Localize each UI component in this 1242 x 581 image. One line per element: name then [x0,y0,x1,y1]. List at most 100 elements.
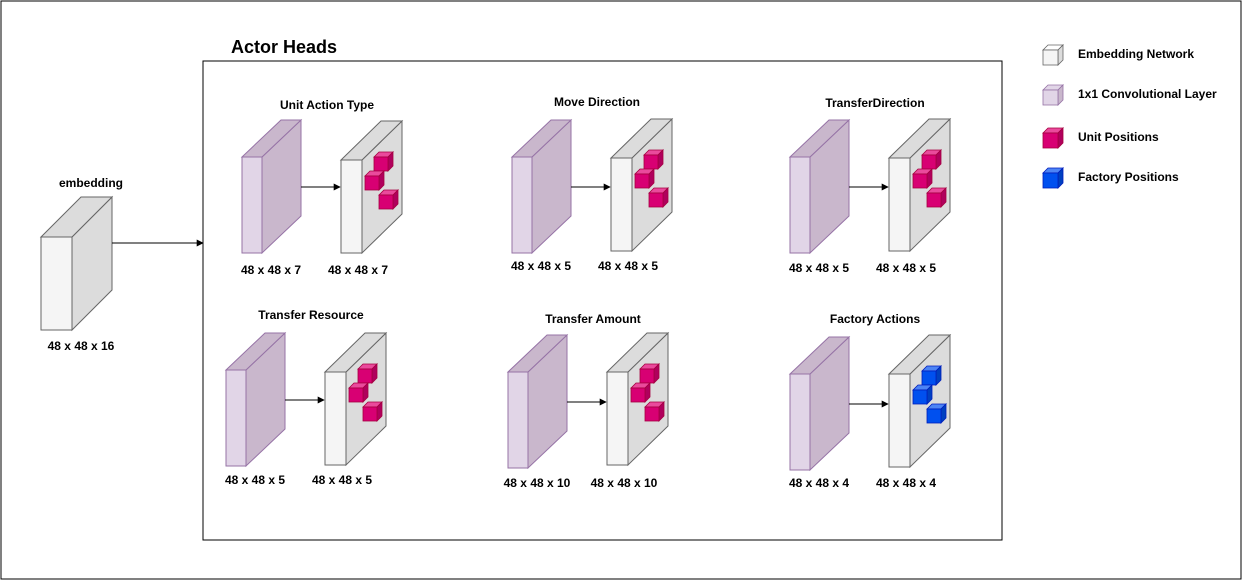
head-title: TransferDirection [825,96,924,110]
output-dims: 48 x 48 x 10 [591,476,658,490]
embedding-block [39,195,114,332]
head-title: Factory Actions [830,312,921,326]
head-title: Move Direction [554,95,640,109]
legend-swatch [1042,89,1059,106]
conv-dims: 48 x 48 x 5 [511,259,571,273]
conv-layer-front [225,369,247,467]
legend-label: Factory Positions [1078,170,1179,184]
position-cube-front [648,192,664,208]
position-cube [634,168,655,189]
position-cube [912,168,933,189]
position-cube [921,149,942,170]
position-cube [643,149,664,170]
head-3: TransferDirection 48 x 48 x 5 48 x 48 x 5 [788,96,952,275]
legend-swatch [1042,49,1059,66]
legend-item-conv: 1x1 Convolutional Layer [1042,84,1217,106]
position-cube [926,403,947,424]
conv-dims: 48 x 48 x 5 [225,473,285,487]
embedding-label: embedding [59,176,123,190]
position-cube [648,187,669,208]
position-cube [630,382,651,403]
position-cube [912,384,933,405]
legend-swatch [1042,172,1059,189]
position-cube [926,187,947,208]
output-dims: 48 x 48 x 5 [598,259,658,273]
position-cube [373,151,394,172]
output-dims: 48 x 48 x 7 [328,263,388,277]
conv-layer [506,333,569,470]
conv-layer-front [789,373,811,471]
position-cube-front [921,154,937,170]
output-dims: 48 x 48 x 5 [312,473,372,487]
conv-layer [224,331,287,468]
output-map-front [324,371,347,466]
output-map-front [606,371,629,466]
conv-dims: 48 x 48 x 7 [241,263,301,277]
conv-dims: 48 x 48 x 4 [789,476,849,490]
conv-dims: 48 x 48 x 5 [789,261,849,275]
position-cube-front [926,408,942,424]
position-cube [348,382,369,403]
legend-item-unit: Unit Positions [1042,127,1159,149]
head-2: Move Direction 48 x 48 x 5 48 x 48 x 5 [510,95,674,273]
position-cube [921,365,942,386]
position-cube [378,189,399,210]
legend-item-embedding: Embedding Network [1042,44,1194,66]
head-5: Transfer Amount 48 x 48 x 10 48 x 48 x 10 [504,312,670,490]
position-cube-front [630,387,646,403]
conv-dims: 48 x 48 x 10 [504,476,571,490]
head-title: Unit Action Type [280,98,374,112]
head-title: Transfer Amount [545,312,641,326]
position-cube [364,170,385,191]
position-cube-front [912,173,928,189]
output-map-front [610,157,633,252]
position-cube-front [362,406,378,422]
position-cube-front [364,175,380,191]
heads-group: Unit Action Type 48 x 48 x 7 48 x 48 x 7 Mo… [224,95,952,490]
position-cube-front [926,192,942,208]
conv-layer [240,118,303,255]
output-map-front [340,159,363,254]
legend-item-factory: Factory Positions [1042,167,1179,189]
head-6: Factory Actions 48 x 48 x 4 48 x 48 x 4 [788,312,952,490]
position-cube-front [378,194,394,210]
embedding-slab [39,195,114,332]
conv-layer [788,335,851,472]
position-cube [362,401,383,422]
legend-label: Embedding Network [1078,47,1194,61]
conv-layer [510,118,573,255]
position-cube-front [357,368,373,384]
head-4: Transfer Resource 48 x 48 x 5 48 x 48 x 5 [224,308,388,487]
embedding-slab-front [40,236,73,331]
position-cube [357,363,378,384]
legend: Embedding Network 1x1 Convolutional Layer… [1042,44,1217,189]
conv-layer-front [789,156,811,254]
diagram-title: Actor Heads [231,37,337,57]
output-map-front [888,373,911,468]
conv-layer [788,118,851,255]
position-cube [644,401,665,422]
output-map-front [888,157,911,252]
output-dims: 48 x 48 x 5 [876,261,936,275]
conv-layer-front [507,371,529,469]
position-cube-front [373,156,389,172]
position-cube [639,363,660,384]
position-cube-front [634,173,650,189]
conv-layer-front [511,156,533,254]
position-cube-front [639,368,655,384]
head-1: Unit Action Type 48 x 48 x 7 48 x 48 x 7 [240,98,404,277]
embedding-dims: 48 x 48 x 16 [48,339,115,353]
position-cube-front [348,387,364,403]
legend-label: 1x1 Convolutional Layer [1078,87,1217,101]
position-cube-front [644,406,660,422]
actor-heads-container [202,60,1003,541]
position-cube-front [643,154,659,170]
output-dims: 48 x 48 x 4 [876,476,936,490]
position-cube-front [921,370,937,386]
legend-swatch [1042,132,1059,149]
head-title: Transfer Resource [258,308,364,322]
position-cube-front [912,389,928,405]
legend-label: Unit Positions [1078,130,1159,144]
conv-layer-front [241,156,263,254]
